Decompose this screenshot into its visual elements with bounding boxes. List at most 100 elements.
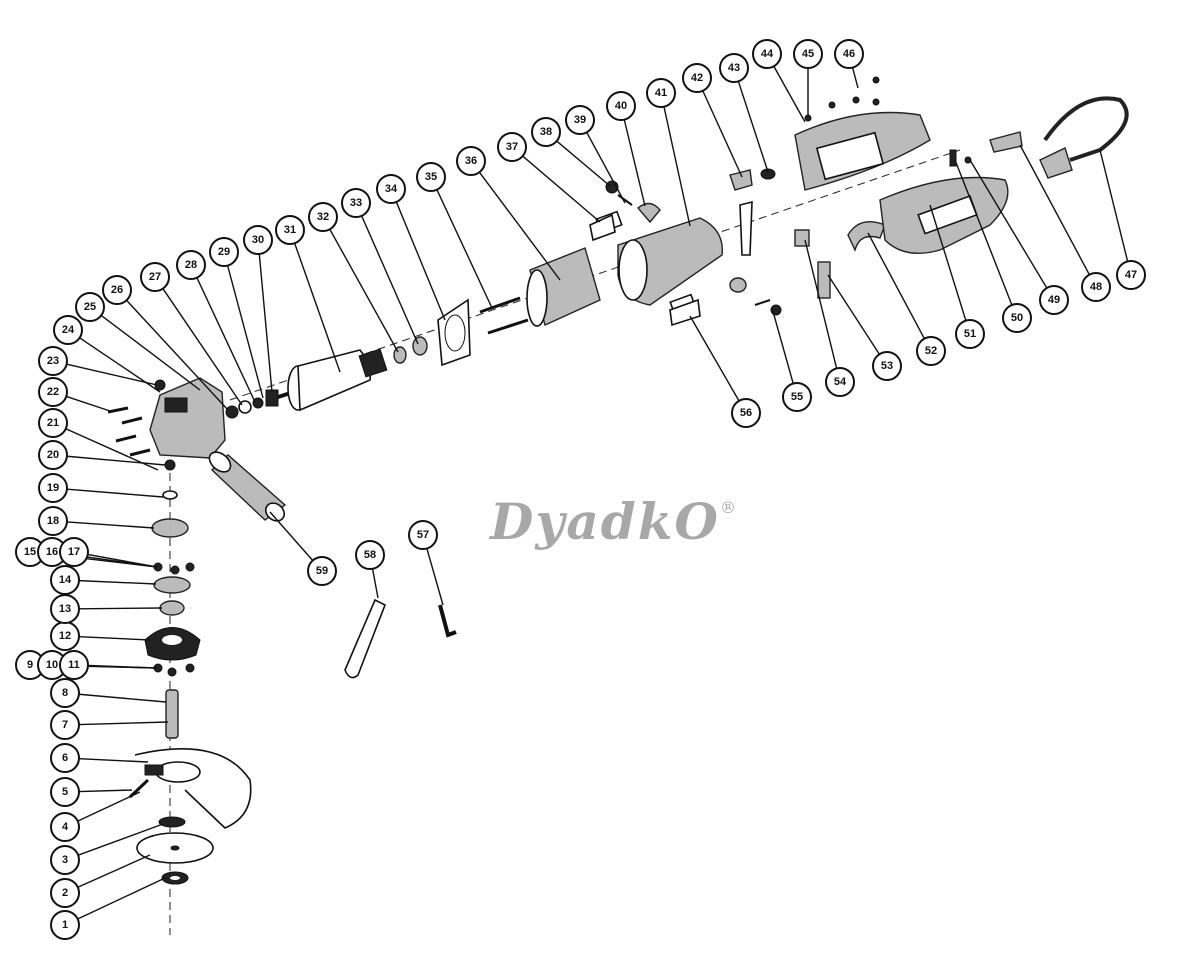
callout-circle (355, 540, 385, 570)
leader-line (773, 65, 806, 123)
callout-number: 52 (925, 345, 937, 357)
leader-line (258, 253, 273, 393)
callout-number: 13 (59, 603, 71, 615)
callout-circle (50, 565, 80, 595)
callout-number: 3 (62, 854, 68, 866)
leader-line (77, 791, 141, 822)
leader-line (65, 428, 159, 471)
side-handle (208, 451, 287, 522)
callout-circle (102, 275, 132, 305)
callout-circle (307, 556, 337, 586)
part-callout-40: 40 (606, 91, 636, 121)
part-callout-23: 23 (38, 346, 68, 376)
callout-number: 54 (834, 376, 847, 388)
part-callout-57: 57 (408, 520, 438, 550)
part-callout-53: 53 (872, 351, 902, 381)
callout-number: 40 (615, 100, 627, 112)
leader-line (77, 823, 164, 856)
callout-number: 59 (316, 565, 328, 577)
callout-number: 21 (47, 417, 59, 429)
part-callout-26: 26 (102, 275, 132, 305)
leader-line (293, 242, 341, 373)
callout-circle (59, 650, 89, 680)
callout-number: 24 (62, 324, 75, 336)
spanner-wrench (344, 598, 387, 679)
callout-circle (275, 215, 305, 245)
callout-number: 57 (417, 529, 429, 541)
callout-circle (38, 440, 68, 470)
leader-line (78, 607, 163, 610)
callout-circle (38, 408, 68, 438)
part-callout-8: 8 (50, 678, 80, 708)
leader-line (371, 568, 379, 599)
part-callout-33: 33 (341, 188, 371, 218)
callout-number: 55 (791, 391, 803, 403)
rear-handle-cover (794, 76, 931, 191)
callout-circle (456, 146, 486, 176)
power-cord (949, 96, 1129, 179)
leader-line (66, 521, 155, 529)
callout-number: 36 (465, 155, 477, 167)
callout-number: 18 (47, 515, 59, 527)
leader-line (522, 155, 601, 223)
callout-circle (176, 250, 206, 280)
leader-line (66, 455, 166, 466)
callout-circle (1081, 272, 1111, 302)
leader-line (969, 159, 1048, 289)
part-callout-22: 22 (38, 377, 68, 407)
callout-circle (1116, 260, 1146, 290)
part-callout-24: 24 (53, 315, 83, 345)
callout-circle (75, 292, 105, 322)
part-callout-38: 38 (531, 117, 561, 147)
callout-number: 1 (62, 919, 68, 931)
callout-number: 25 (84, 301, 96, 313)
leader-line (1019, 144, 1091, 275)
callout-number: 31 (284, 224, 296, 236)
callout-number: 2 (62, 887, 68, 899)
callout-circle (793, 39, 823, 69)
leader-line (929, 204, 967, 321)
leader-line (556, 140, 611, 187)
part-callout-31: 31 (275, 215, 305, 245)
part-callout-48: 48 (1081, 272, 1111, 302)
switch-parts (729, 168, 886, 316)
callout-number: 8 (62, 687, 68, 699)
part-callout-4: 4 (50, 812, 80, 842)
callout-number: 15 (24, 546, 36, 558)
part-callout-41: 41 (646, 78, 676, 108)
callout-number: 7 (62, 719, 68, 731)
part-callout-39: 39 (565, 105, 595, 135)
part-callout-3: 3 (50, 845, 80, 875)
callout-circle (59, 537, 89, 567)
callout-circle (376, 174, 406, 204)
part-callout-12: 12 (50, 621, 80, 651)
rear-bearings (393, 298, 471, 367)
leader-line (66, 363, 158, 386)
part-callout-5: 5 (50, 777, 80, 807)
screws (107, 406, 151, 457)
callout-circle (1039, 285, 1069, 315)
callout-circle (140, 262, 170, 292)
label-plate (589, 213, 616, 242)
callout-number: 44 (761, 48, 774, 60)
part-callout-1: 1 (50, 910, 80, 940)
callout-number: 32 (317, 211, 329, 223)
callout-circle (565, 105, 595, 135)
callout-number: 20 (47, 449, 59, 461)
callout-number: 42 (691, 72, 703, 84)
callout-circle (341, 188, 371, 218)
callout-number: 39 (574, 114, 586, 126)
callout-number: 6 (62, 752, 68, 764)
callout-number: 46 (843, 48, 855, 60)
callout-number: 48 (1090, 281, 1102, 293)
callout-circle (1002, 303, 1032, 333)
part-callout-6: 6 (50, 743, 80, 773)
leader-line (702, 90, 743, 178)
leader-line (100, 314, 201, 391)
leader-line (77, 877, 166, 920)
leader-line (196, 277, 256, 403)
callout-circle (209, 237, 239, 267)
callout-number: 11 (68, 659, 80, 671)
leader-line (771, 307, 794, 384)
part-callout-34: 34 (376, 174, 406, 204)
